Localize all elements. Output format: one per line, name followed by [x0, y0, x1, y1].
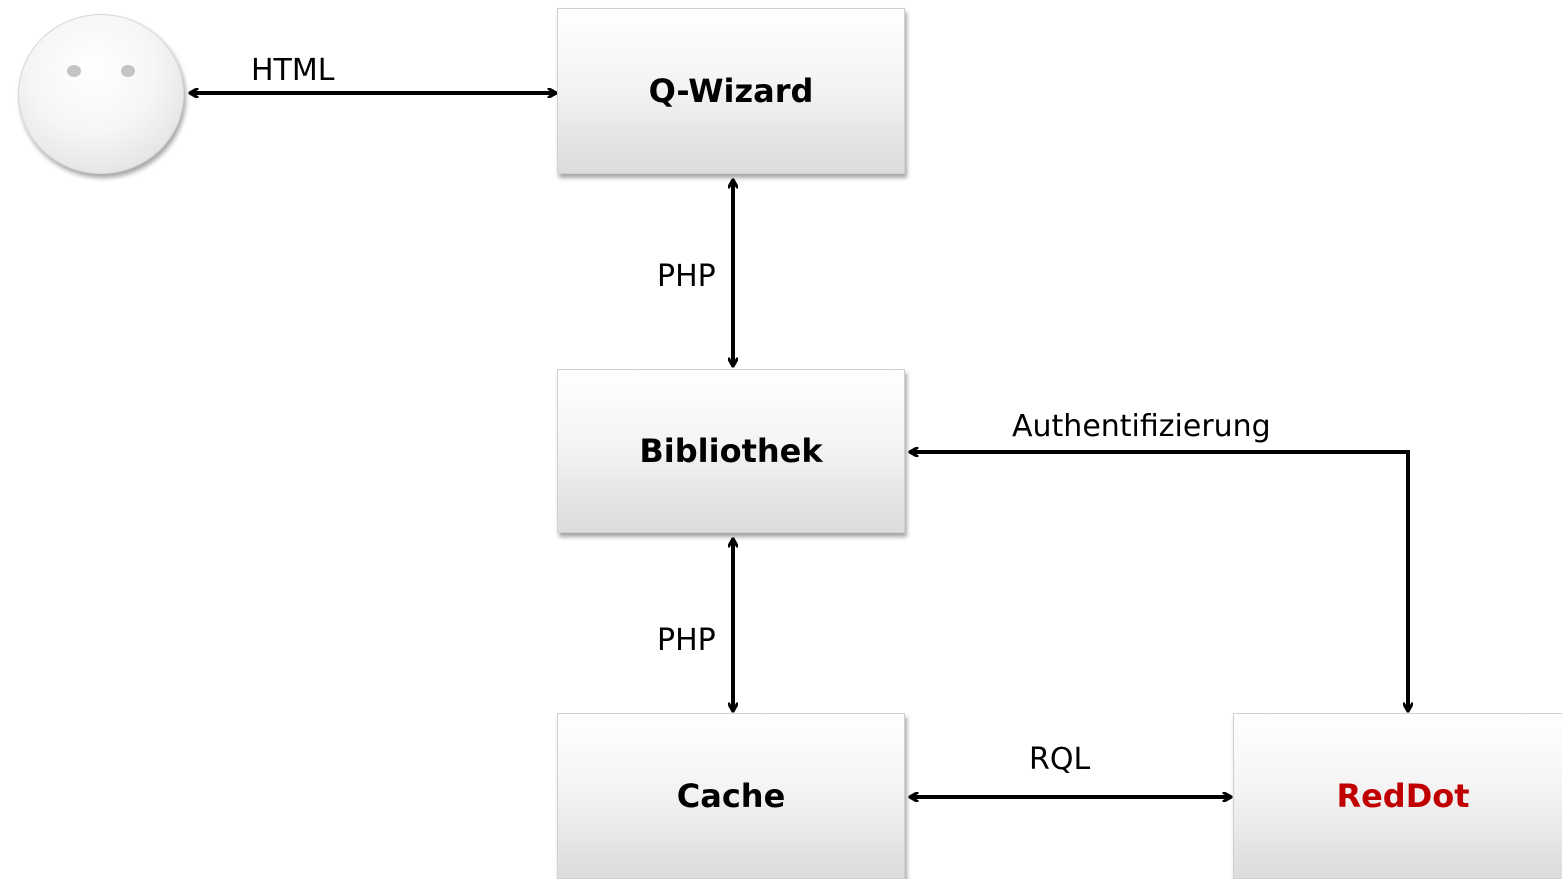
node-q-wizard-label: Q-Wizard [648, 72, 814, 110]
edge-rql-label: RQL [1029, 742, 1091, 777]
node-cache-label: Cache [676, 777, 786, 815]
edge-html-label: HTML [251, 53, 335, 88]
node-bibliothek: Bibliothek [557, 369, 905, 533]
edge-php-lower-label: PHP [657, 623, 716, 658]
node-bibliothek-label: Bibliothek [639, 432, 823, 470]
left-eye [67, 65, 81, 77]
edge-php-upper-label: PHP [657, 259, 716, 294]
node-q-wizard: Q-Wizard [557, 8, 905, 174]
node-reddot-label: RedDot [1336, 777, 1470, 815]
edge-auth-label: Authentifizierung [1012, 409, 1271, 444]
right-eye [121, 65, 135, 77]
edge-auth-arrow [910, 452, 1408, 711]
node-reddot: RedDot [1233, 713, 1562, 879]
node-cache: Cache [557, 713, 905, 879]
user-face-icon [18, 14, 184, 174]
